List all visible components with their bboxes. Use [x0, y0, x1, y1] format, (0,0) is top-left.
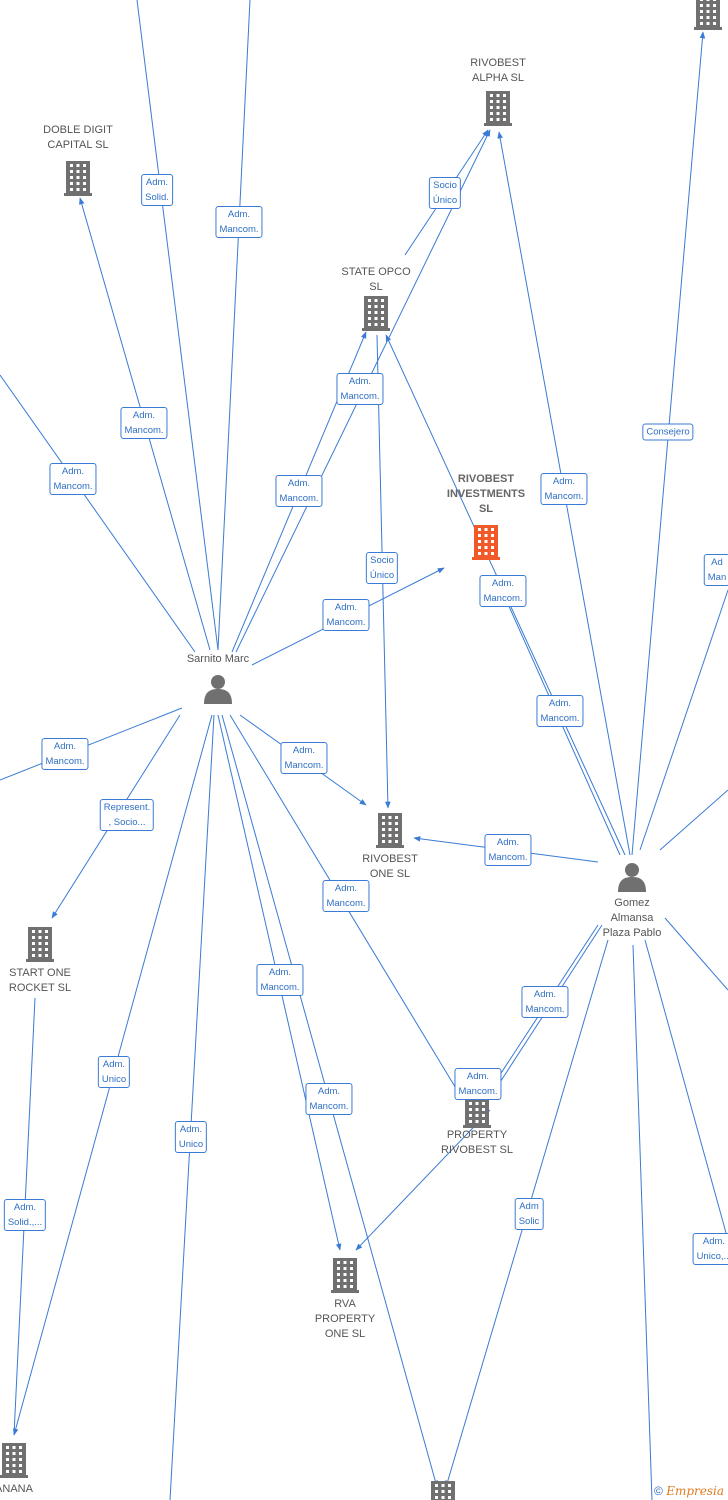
relation-label: Adm. Mancom. — [336, 373, 384, 405]
relation-label: Socio Único — [365, 552, 399, 584]
relation-label: Adm. Mancom. — [280, 742, 328, 774]
company-building-icon[interactable] — [484, 91, 512, 126]
edge-line — [136, 0, 219, 651]
relation-label: Adm. Mancom. — [41, 738, 89, 770]
relation-label: Adm. Mancom. — [521, 986, 569, 1018]
relation-label: Adm. Solid.,... — [3, 1199, 47, 1231]
relation-label: Adm. Mancom. — [120, 407, 168, 439]
company-name[interactable]: ANANA — [0, 1483, 33, 1495]
edge-line — [169, 714, 215, 1500]
relation-label: Adm. Mancom. — [479, 575, 527, 607]
edge-line — [217, 0, 251, 651]
company-building-icon[interactable] — [26, 927, 54, 962]
relation-label: Adm. Mancom. — [322, 880, 370, 912]
edge-line — [0, 707, 183, 781]
relation-label: Socio Único — [428, 177, 462, 209]
relation-label: Adm. Mancom. — [256, 964, 304, 996]
copyright: © Empresia — [654, 1484, 724, 1498]
copyright-symbol: © — [654, 1484, 663, 1498]
company-building-icon[interactable] — [362, 296, 390, 331]
relation-label: Adm. Unico — [174, 1121, 208, 1153]
relation-label: Adm. Mancom. — [305, 1083, 353, 1115]
relation-label: Adm. Solid. — [141, 174, 173, 206]
relation-label: Adm. Unico,... — [692, 1233, 728, 1265]
edge-line — [0, 374, 196, 653]
relation-label: Adm. Mancom. — [540, 473, 588, 505]
company-building-icon[interactable] — [429, 1481, 457, 1500]
company-building-icon[interactable] — [0, 1443, 28, 1478]
edge-line — [355, 1109, 491, 1251]
relation-label: Adm. Mancom. — [454, 1068, 502, 1100]
empresia-logo[interactable]: Empresia — [666, 1484, 724, 1498]
company-building-icon[interactable] — [694, 0, 722, 30]
relation-label: Adm Solic — [514, 1198, 544, 1230]
company-name[interactable]: DOBLE DIGIT CAPITAL SL — [43, 124, 113, 151]
company-name[interactable]: STATE OPCO SL — [341, 266, 411, 293]
relation-label: Adm. Mancom. — [275, 475, 323, 507]
person-icon[interactable] — [618, 863, 646, 892]
company-building-icon[interactable] — [331, 1258, 359, 1293]
company-name[interactable]: RIVOBEST ALPHA SL — [470, 57, 526, 84]
edge-line — [639, 589, 728, 851]
company-building-icon[interactable] — [376, 813, 404, 848]
company-name[interactable]: START ONE ROCKET SL — [8, 967, 72, 994]
relation-label: Adm. Mancom. — [49, 463, 97, 495]
relation-label: Adm. Mancom. — [536, 695, 584, 727]
person-icon[interactable] — [204, 675, 232, 704]
company-building-icon[interactable] — [64, 161, 92, 196]
edge-line — [664, 917, 728, 991]
relation-label: Represent. , Socio... — [99, 799, 155, 831]
company-name[interactable]: PROPERTY RIVOBEST SL — [441, 1129, 513, 1156]
relation-label: Adm. Unico — [97, 1056, 131, 1088]
relation-label: Ad Man — [703, 554, 728, 586]
edge-line — [632, 944, 653, 1500]
company-name[interactable]: RIVOBEST INVESTMENTS SL — [446, 473, 526, 515]
edge-line — [644, 939, 728, 1241]
edge-line — [631, 31, 706, 856]
person-name[interactable]: Gomez Almansa Plaza Pablo — [602, 897, 662, 939]
person-name[interactable]: Sarnito Marc — [186, 653, 250, 665]
company-name[interactable]: RVA PROPERTY ONE SL — [314, 1298, 376, 1340]
relation-label: Adm. Mancom. — [215, 206, 263, 238]
relation-label: Consejero — [642, 423, 694, 441]
relation-label: Adm. Mancom. — [322, 599, 370, 631]
relation-label: Adm. Mancom. — [484, 834, 532, 866]
edge-line — [659, 789, 728, 851]
company-name[interactable]: RIVOBEST ONE SL — [362, 853, 418, 880]
focus-company-building-icon[interactable] — [472, 525, 500, 560]
